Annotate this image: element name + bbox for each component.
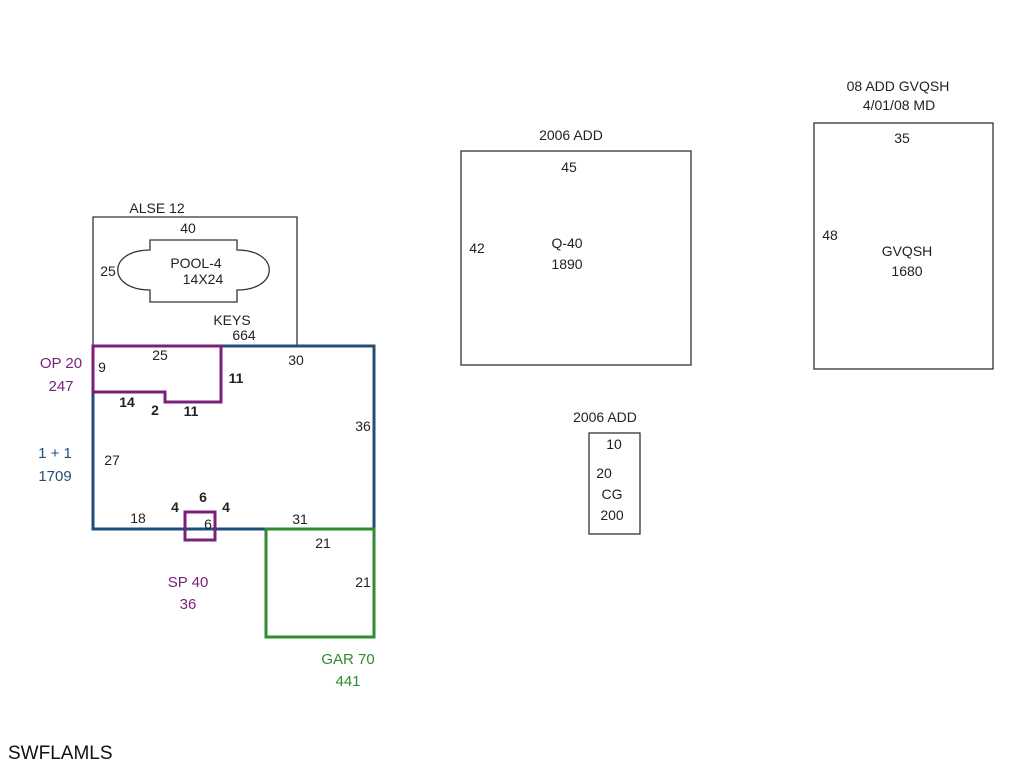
open-porch-dim-bottom-left: 14 — [119, 394, 135, 410]
open-porch-dim-step: 2 — [151, 402, 159, 418]
garage-value: 441 — [335, 673, 360, 690]
keys-label: KEYS — [213, 312, 250, 328]
addition-gvqsh: 08 ADD GVQSH 4/01/08 MD 35 48 GVQSH 1680 — [813, 78, 994, 370]
pool-label: POOL-4 — [170, 255, 222, 271]
alse-dim-left: 25 — [100, 263, 116, 279]
addition-gvqsh-title-line1: 08 ADD GVQSH — [847, 78, 950, 94]
addition-q40: 2006 ADD 45 42 Q-40 1890 — [460, 127, 692, 366]
screen-porch-dim-top: 6 — [199, 489, 207, 505]
addition-q40-code: Q-40 — [551, 235, 582, 251]
living-dim-left: 27 — [104, 452, 120, 468]
addition-gvqsh-title-line2: 4/01/08 MD — [863, 97, 935, 113]
garage-dim-top: 21 — [315, 535, 331, 551]
living-dim-bottom-left: 18 — [130, 510, 146, 526]
screen-porch-label: SP 40 — [168, 574, 209, 591]
open-porch: OP 20 247 9 25 11 14 2 11 — [40, 344, 244, 419]
addition-q40-outline — [460, 150, 692, 366]
addition-gvqsh-code: GVQSH — [882, 243, 933, 259]
addition-cg: 2006 ADD 10 20 CG 200 — [573, 409, 641, 535]
addition-q40-dim-left: 42 — [469, 240, 485, 256]
addition-gvqsh-dim-left: 48 — [822, 227, 838, 243]
addition-cg-outline — [588, 432, 641, 535]
keys-value: 664 — [232, 327, 256, 343]
addition-gvqsh-outline — [813, 122, 994, 370]
living-value: 1709 — [38, 468, 71, 485]
open-porch-label: OP 20 — [40, 355, 82, 372]
screen-porch-value: 36 — [180, 596, 197, 613]
addition-gvqsh-dim-top: 35 — [894, 130, 910, 146]
alse-dim-top: 40 — [180, 220, 196, 236]
open-porch-dim-bottom-right: 11 — [184, 403, 199, 419]
garage-label: GAR 70 — [321, 651, 374, 668]
addition-cg-value: 200 — [600, 507, 624, 523]
screen-porch-dim-inner: 6 — [204, 516, 212, 532]
addition-cg-title: 2006 ADD — [573, 409, 637, 425]
alse-outline — [92, 216, 298, 346]
screen-porch: 6 4 4 6 SP 40 36 — [168, 489, 230, 613]
screen-porch-outline — [183, 510, 217, 542]
screen-porch-dim-right: 4 — [222, 499, 230, 515]
pool-area: ALSE 12 40 25 POOL-4 14X24 KEYS 664 — [92, 200, 298, 346]
addition-q40-dim-top: 45 — [561, 159, 577, 175]
screen-porch-dim-left: 4 — [171, 499, 179, 515]
living-dim-bottom-right: 31 — [292, 511, 308, 527]
living-label: 1 + 1 — [38, 445, 72, 462]
addition-cg-dim-left: 20 — [596, 465, 612, 481]
open-porch-outline — [91, 344, 223, 404]
open-porch-dim-right: 11 — [229, 370, 244, 386]
addition-q40-value: 1890 — [551, 256, 582, 272]
open-porch-dim-left: 9 — [98, 359, 106, 375]
garage-dim-right: 21 — [355, 574, 371, 590]
addition-cg-dim-top: 10 — [606, 436, 622, 452]
addition-cg-code: CG — [602, 486, 623, 502]
living-dim-right: 36 — [355, 418, 371, 434]
watermark: SWFLAMLS — [8, 743, 113, 764]
living-dim-top: 30 — [288, 352, 304, 368]
pool-size: 14X24 — [183, 271, 224, 287]
open-porch-value: 247 — [48, 378, 73, 395]
pool-shape — [117, 239, 270, 303]
open-porch-dim-top: 25 — [152, 347, 168, 363]
alse-title: ALSE 12 — [129, 200, 184, 216]
addition-q40-title: 2006 ADD — [539, 127, 603, 143]
garage: 21 21 GAR 70 441 — [264, 527, 376, 690]
addition-gvqsh-value: 1680 — [891, 263, 922, 279]
garage-outline — [264, 527, 376, 639]
